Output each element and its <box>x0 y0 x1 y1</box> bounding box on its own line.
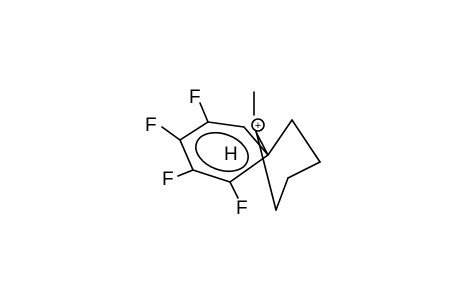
bond-ring-lower-left <box>179 139 194 171</box>
bond-ring-upper-right <box>243 126 269 156</box>
atom-f3-label: F <box>162 169 174 190</box>
bond-ring-lower-right <box>229 154 269 183</box>
aromatic-ring-circle <box>195 131 249 173</box>
bond-ring-bottom <box>192 169 231 183</box>
bond-lower-bridge <box>275 177 289 211</box>
bond-upper-right <box>291 119 321 163</box>
charge-circle <box>251 118 265 132</box>
atom-f1-label: F <box>189 87 201 108</box>
bond-ring-top <box>207 121 245 128</box>
bond-ring-upper-left <box>179 121 209 141</box>
atom-f4-label: F <box>236 198 248 219</box>
bond-bridgehead-upper <box>267 119 293 156</box>
bond-bridge-down <box>255 130 277 211</box>
atom-f2-label: F <box>145 115 157 136</box>
bond-right-lower <box>287 161 321 179</box>
bond-c-f3 <box>177 169 194 177</box>
charge-label: + <box>255 120 261 132</box>
bond-c-f4 <box>229 181 239 199</box>
bond-c-f1 <box>199 102 209 123</box>
atom-h-label: H <box>224 144 238 165</box>
bond-c-f2 <box>161 126 181 141</box>
